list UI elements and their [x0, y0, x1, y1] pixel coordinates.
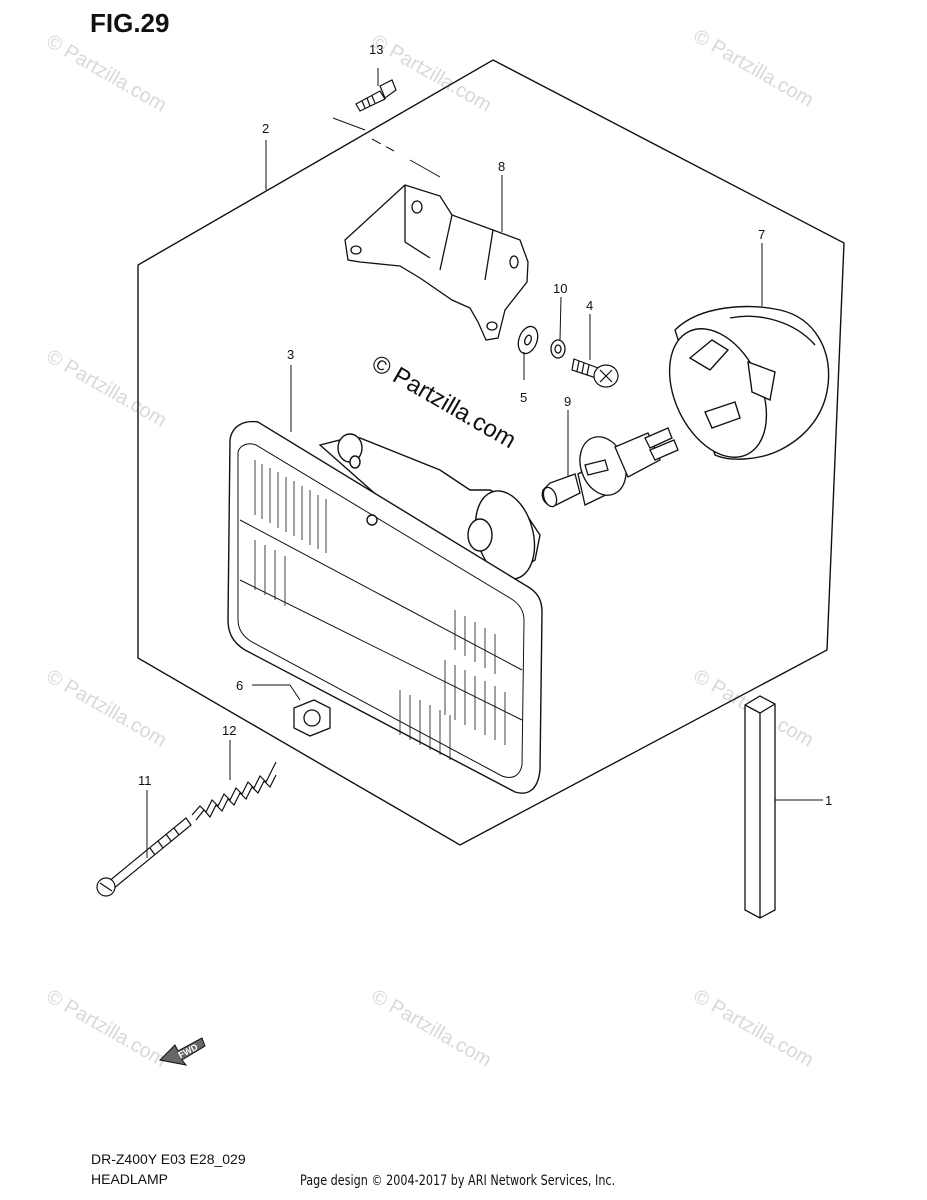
leader-lines — [146, 68, 823, 858]
spacer-bar-part — [744, 695, 776, 919]
watermark: © Partzilla.com — [43, 30, 171, 116]
watermark: © Partzilla.com — [690, 25, 818, 111]
screw-part — [571, 358, 619, 388]
assembly-outline — [137, 59, 845, 846]
model-code: DR-Z400Y E03 E28_029 — [91, 1151, 246, 1167]
callout-4[interactable]: 4 — [586, 298, 593, 313]
watermark: © Partzilla.com — [43, 345, 171, 431]
watermark: © Partzilla.com — [43, 665, 171, 751]
watermark: © Partzilla.com — [368, 30, 496, 116]
callout-5[interactable]: 5 — [520, 390, 527, 405]
lock-washer-part — [550, 339, 566, 359]
callout-11[interactable]: 11 — [138, 773, 152, 788]
tapping-screw-part — [355, 79, 397, 112]
callout-8[interactable]: 8 — [498, 159, 505, 174]
washer-part — [517, 325, 539, 355]
callout-10[interactable]: 10 — [553, 281, 567, 296]
callout-9[interactable]: 9 — [564, 394, 571, 409]
callout-1[interactable]: 1 — [825, 793, 832, 808]
bracket-part — [344, 184, 529, 341]
nut-clip-part — [293, 699, 331, 737]
callout-13[interactable]: 13 — [369, 42, 383, 57]
watermark: © Partzilla.com — [690, 985, 818, 1071]
diagram-name: HEADLAMP — [91, 1171, 169, 1187]
callout-6[interactable]: 6 — [236, 678, 243, 693]
bulb-cover-part — [668, 305, 830, 460]
watermark: © Partzilla.com — [43, 985, 171, 1071]
callout-labels: 1 2 3 4 5 6 7 8 9 10 11 12 13 — [138, 42, 832, 808]
spring-part — [191, 761, 277, 821]
callout-12[interactable]: 12 — [222, 723, 236, 738]
callout-3[interactable]: 3 — [287, 347, 294, 362]
figure-title: FIG.29 — [90, 8, 170, 38]
callout-2[interactable]: 2 — [262, 121, 269, 136]
credit-line: Page design © 2004-2017 by ARI Network S… — [300, 1173, 616, 1189]
screw-guide-line — [332, 117, 441, 178]
headlamp-unit-part — [227, 420, 543, 794]
adjust-bolt-part — [96, 817, 192, 897]
callout-7[interactable]: 7 — [758, 227, 765, 242]
center-watermark: © Partzilla.com — [367, 350, 521, 454]
bulb-part — [541, 427, 679, 508]
watermark: © Partzilla.com — [368, 985, 496, 1071]
